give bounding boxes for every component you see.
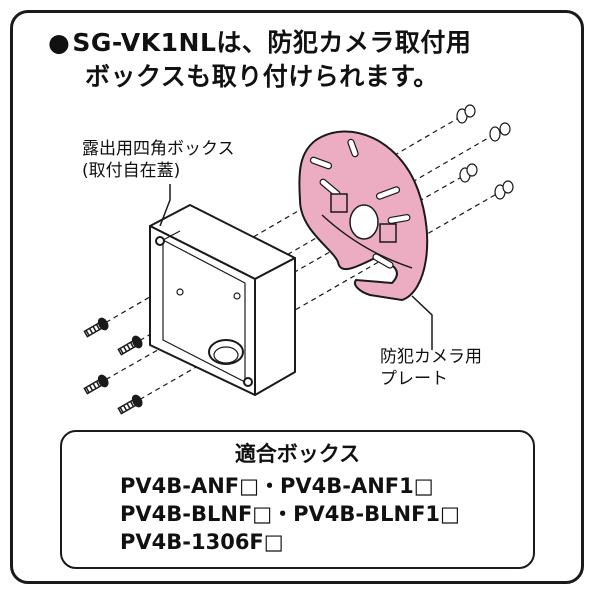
- compatible-box-title: 適合ボックス: [234, 442, 361, 466]
- washer-icon: [494, 180, 514, 200]
- heading-bullet: ●: [48, 28, 71, 57]
- camera-plate-label: 防犯カメラ用 プレート: [380, 346, 482, 390]
- screw-icon: [117, 394, 143, 415]
- compatible-model-list: PV4B-ANF□・PV4B-ANF1□ PV4B-BLNF□・PV4B-BLN…: [120, 472, 460, 556]
- heading-line-1: SG-VK1NLは、防犯カメラ取付用: [72, 28, 472, 57]
- square-box-diagram: [149, 204, 296, 396]
- plate-bracket: [330, 193, 397, 243]
- left-screws: [83, 317, 143, 415]
- square-box-label-line1: 露出用四角ボックス: [82, 139, 235, 159]
- camera-plate-diagram: [298, 130, 429, 302]
- outer-frame: [10, 10, 584, 584]
- leader-lines: [159, 184, 433, 350]
- model-row: PV4B-1306F□: [120, 530, 284, 554]
- camera-plate-label-line1: 防犯カメラ用: [380, 347, 482, 367]
- screw-icon: [117, 335, 143, 356]
- washer-icon: [456, 104, 476, 124]
- heading: ●SG-VK1NLは、防犯カメラ取付用 ボックスも取り付けられます。: [48, 26, 568, 94]
- square-box-label: 露出用四角ボックス (取付自在蓋): [82, 138, 235, 182]
- model-row: PV4B-BLNF□・PV4B-BLNF1□: [120, 502, 460, 526]
- camera-plate-label-line2: プレート: [380, 369, 448, 389]
- box-screw-hole: [155, 236, 165, 246]
- compatible-box-panel: 適合ボックス PV4B-ANF□・PV4B-ANF1□ PV4B-BLNF□・P…: [60, 430, 535, 569]
- right-nuts: [456, 104, 514, 200]
- square-box-label-line2: (取付自在蓋): [82, 161, 181, 181]
- model-row: PV4B-ANF□・PV4B-ANF1□: [120, 474, 434, 498]
- washer-icon: [459, 163, 478, 183]
- screw-icon: [83, 374, 109, 395]
- washer-icon: [489, 122, 511, 142]
- screw-icon: [83, 317, 109, 338]
- heading-line-2: ボックスも取り付けられます。: [85, 62, 439, 91]
- box-right-face: [254, 257, 296, 396]
